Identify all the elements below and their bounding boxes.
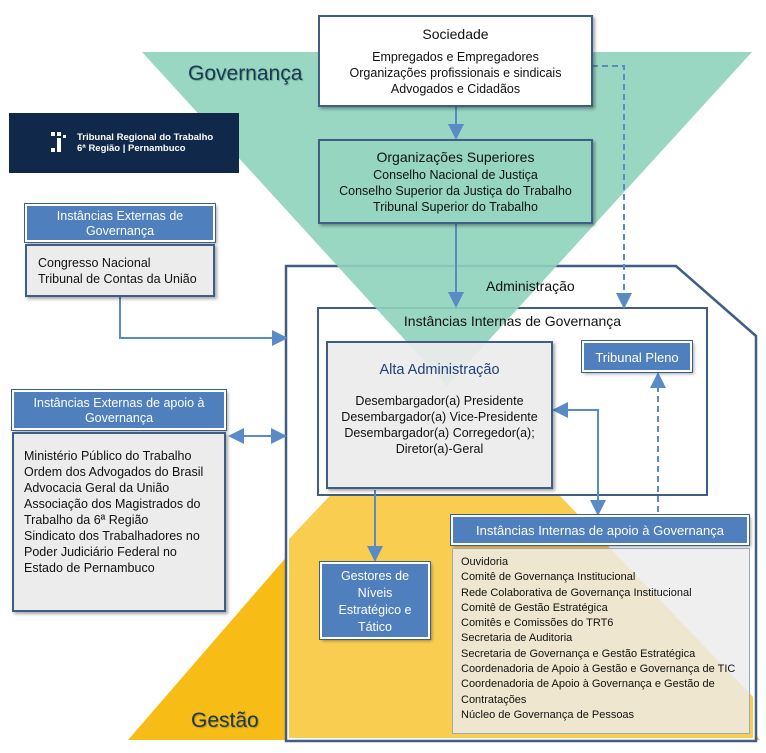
- logo-line-2: 6ª Região | Pernambuco: [77, 143, 186, 154]
- gestores-line: Gestores de: [340, 569, 410, 583]
- gestores-line: Níveis: [357, 586, 393, 600]
- inst-internas-apoio-body: Ouvidoria Comitê de Governança Instituci…: [452, 548, 750, 734]
- inst-externas-apoio-item: Poder Judiciário Federal no: [24, 545, 177, 559]
- inst-externas-apoio-item: Sindicato dos Trabalhadores no: [24, 529, 200, 543]
- governanca-triangle: [142, 52, 752, 386]
- inst-externas-apoio-item: Estado de Pernambuco: [24, 561, 155, 575]
- inst-externas-apoio-body: Ministério Público do Trabalho Ordem dos…: [12, 432, 226, 612]
- org-superiores-box: Organizações Superiores Conselho Naciona…: [318, 139, 593, 224]
- sociedade-item: Empregados e Empregadores: [372, 50, 539, 64]
- inst-internas-apoio-item: Rede Colaborativa de Governança Instituc…: [461, 586, 692, 599]
- inst-internas-apoio-item: Ouvidoria: [461, 556, 509, 568]
- trt6-logo: Tribunal Regional do Trabalho 6ª Região …: [9, 113, 239, 173]
- inst-externas-gov-item: Congresso Nacional: [38, 256, 151, 270]
- inst-externas-apoio-item: Associação dos Magistrados do: [24, 497, 201, 511]
- sociedade-item: Organizações profissionais e sindicais: [349, 66, 562, 80]
- alta-adm-item: Desembargador(a) Corregedor(a);: [344, 426, 535, 440]
- org-superiores-item: Conselho Superior da Justiça do Trabalho: [339, 184, 572, 198]
- alta-adm-item: Diretor(a)-Geral: [395, 442, 484, 456]
- inst-externas-gov-body: Congresso Nacional Tribunal de Contas da…: [25, 244, 215, 297]
- inst-internas-apoio-item: Comitê de Governança Institucional: [461, 571, 636, 584]
- inst-internas-apoio-item: Comitês e Comissões do TRT6: [461, 617, 614, 630]
- trt-logo-icon: [49, 130, 69, 156]
- gestores-line: Tático: [357, 620, 393, 634]
- gestao-label: Gestão: [191, 709, 259, 732]
- inst-externas-gov-item: Tribunal de Contas da União: [38, 272, 197, 286]
- inst-externas-gov-header: Instâncias Externas de Governança: [24, 203, 216, 243]
- inst-externas-apoio-item: Ministério Público do Trabalho: [24, 449, 192, 463]
- inst-internas-apoio-header: Instâncias Internas de apoio à Governanç…: [450, 514, 750, 546]
- inst-internas-apoio-item: Coordenadoria de Apoio à Governança e Ge…: [461, 678, 715, 691]
- sociedade-title: Sociedade: [422, 26, 489, 42]
- gestores-line: Estratégico e: [338, 603, 412, 617]
- org-superiores-item: Conselho Nacional de Justiça: [373, 168, 538, 182]
- tribunal-pleno-box: Tribunal Pleno: [581, 340, 693, 373]
- org-superiores-title: Organizações Superiores: [376, 149, 535, 165]
- inst-internas-apoio-item: Secretaria de Auditoria: [461, 632, 573, 645]
- inst-externas-apoio-header: Instâncias Externas de apoio à Governanç…: [11, 389, 227, 431]
- inst-externas-apoio-item: Trabalho da 6ª Região: [24, 513, 149, 527]
- alta-adm-box: Alta Administração Desembargador(a) Pres…: [326, 341, 553, 489]
- inst-internas-apoio-item: Secretaria de Governança e Gestão Estrat…: [461, 647, 696, 660]
- inst-internas-apoio-item: Comitê de Gestão Estratégica: [461, 601, 608, 614]
- inst-internas-apoio-item: Núcleo de Governança de Pessoas: [461, 708, 635, 721]
- inst-internas-apoio-item: Contratações: [461, 693, 527, 706]
- governanca-label: Governança: [188, 62, 303, 85]
- sociedade-box: Sociedade Empregados e Empregadores Orga…: [318, 15, 593, 107]
- sociedade-item: Advogados e Cidadãos: [390, 82, 521, 96]
- inst-externas-apoio-item: Ordem dos Advogados do Brasil: [24, 465, 204, 479]
- alta-adm-item: Desembargador(a) Presidente: [355, 394, 524, 408]
- inst-externas-apoio-item: Advocacia Geral da União: [24, 481, 170, 495]
- org-superiores-item: Tribunal Superior do Trabalho: [373, 200, 538, 214]
- logo-line-1: Tribunal Regional do Trabalho: [77, 132, 214, 143]
- gestores-box: Gestores de Níveis Estratégico e Tático: [319, 561, 431, 640]
- inst-internas-gov-title: Instâncias Internas de Governança: [403, 313, 622, 329]
- alta-adm-item: Desembargador(a) Vice-Presidente: [341, 410, 538, 424]
- alta-adm-title: Alta Administração: [379, 362, 500, 378]
- administracao-label: Administração: [486, 278, 575, 294]
- inst-internas-apoio-item: Coordenadoria de Apoio à Gestão e Govern…: [461, 663, 736, 676]
